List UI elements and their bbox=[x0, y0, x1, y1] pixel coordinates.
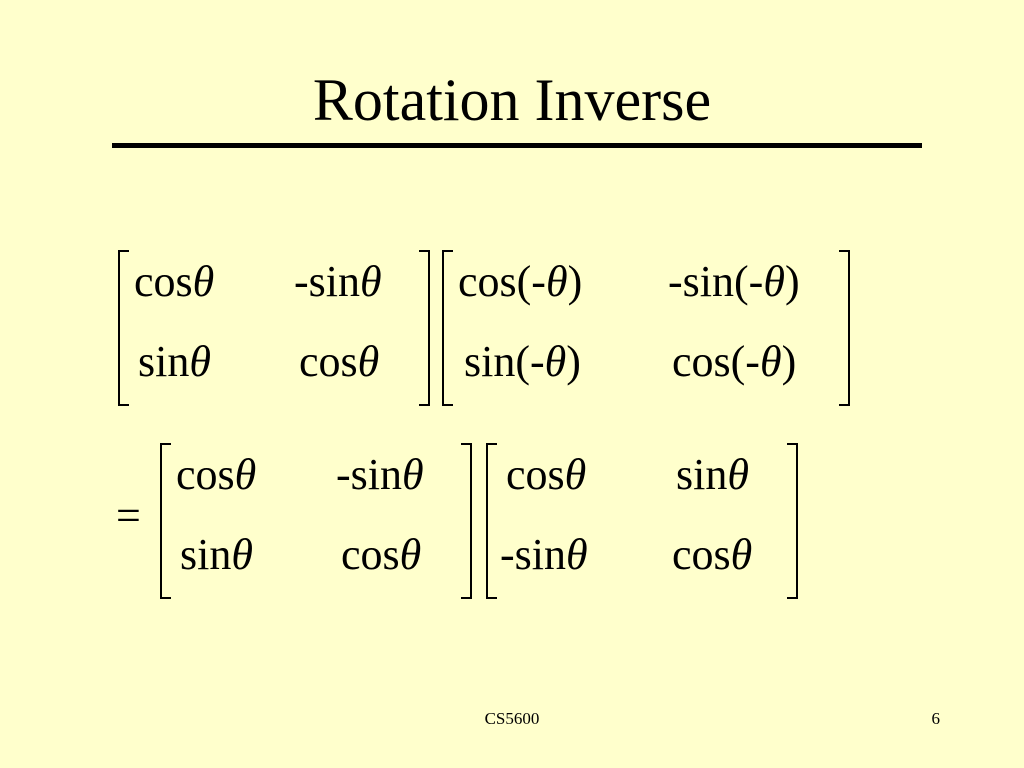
line2-m2-cell-22: cosθ bbox=[672, 530, 753, 579]
slide-title: Rotation Inverse bbox=[312, 67, 712, 133]
line1-matrix-2: cos(-θ) -sin(-θ) sin(-θ) cos(-θ) bbox=[442, 250, 850, 406]
line2-matrix-1: cosθ -sinθ sinθ cosθ bbox=[160, 443, 472, 599]
line1-m2-cell-12: -sin(-θ) bbox=[668, 257, 800, 306]
line2-m2-cell-21: -sinθ bbox=[500, 530, 588, 579]
line1-m2-cell-21: sin(-θ) bbox=[464, 337, 581, 386]
line1-m1-cell-11: cosθ bbox=[134, 257, 215, 306]
line1-m1-cell-21: sinθ bbox=[138, 337, 211, 386]
line2-m1-cell-12: -sinθ bbox=[336, 450, 424, 499]
line1-m2-cell-11: cos(-θ) bbox=[458, 257, 583, 306]
footer-page-number: 6 bbox=[931, 709, 941, 728]
equals-sign: = bbox=[116, 491, 141, 540]
line1-m2-cell-22: cos(-θ) bbox=[672, 337, 797, 386]
line2-m1-cell-22: cosθ bbox=[341, 530, 422, 579]
footer-course-code: CS5600 bbox=[484, 709, 540, 728]
line1-matrix-1: cosθ -sinθ sinθ cosθ bbox=[118, 250, 430, 406]
title-underline bbox=[112, 143, 922, 148]
line1-m1-cell-12: -sinθ bbox=[294, 257, 382, 306]
line2-m1-cell-21: sinθ bbox=[180, 530, 253, 579]
line1-m1-cell-22: cosθ bbox=[299, 337, 380, 386]
line2-m2-cell-12: sinθ bbox=[676, 450, 749, 499]
line2-m2-cell-11: cosθ bbox=[506, 450, 587, 499]
line2-matrix-2: cosθ sinθ -sinθ cosθ bbox=[486, 443, 798, 599]
line2-m1-cell-11: cosθ bbox=[176, 450, 257, 499]
